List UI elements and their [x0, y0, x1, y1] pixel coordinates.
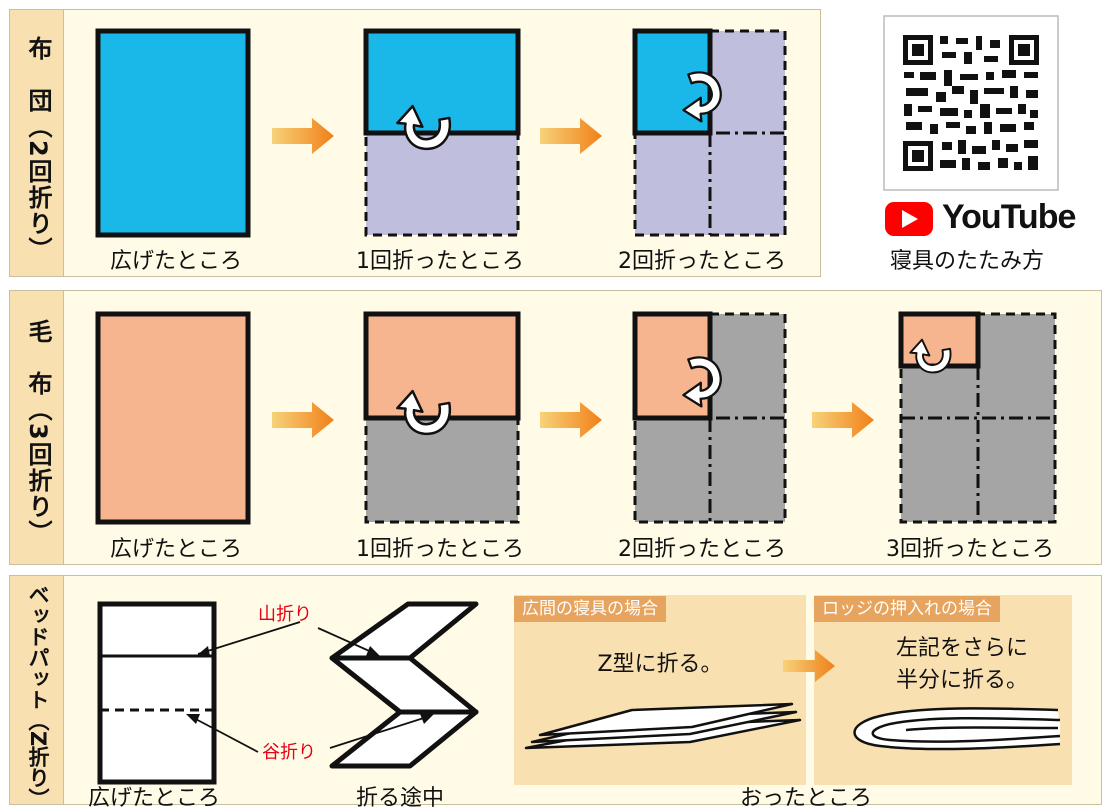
futon-unfolded	[95, 28, 251, 238]
lodge-folded-pad	[853, 707, 1061, 751]
blanket-caption-fold3: 3回折ったところ	[886, 537, 1054, 562]
bedpad-caption-folded: おったところ	[740, 786, 873, 811]
blanket-caption-fold1: 1回折ったところ	[356, 537, 524, 562]
bedpad-side-label: ベッドパット（Z折り）	[26, 584, 50, 810]
bedpad-zfold	[329, 601, 479, 661]
qr-caption: 寝具のたたみ方	[890, 249, 1045, 274]
blanket-caption-unfolded: 広げたところ	[110, 537, 243, 562]
arrow-right-icon	[540, 118, 602, 154]
blanket-fold3	[898, 311, 981, 369]
lodge-note-line2: 半分に折る。	[895, 668, 1028, 693]
valley-fold-label: 谷折り	[262, 742, 316, 763]
hall-note: Z型に折る。	[597, 652, 723, 677]
futon-fold1-ghost	[364, 131, 520, 237]
lodge-tag: ロッジの押入れの場合	[814, 596, 1000, 622]
qr-code-icon	[903, 35, 1039, 171]
hall-tag: 広間の寝具の場合	[514, 596, 666, 622]
futon-caption-fold1: 1回折ったところ	[356, 249, 524, 274]
futon-caption-unfolded: 広げたところ	[110, 249, 243, 274]
bedpad-side-panel: ベッドパット（Z折り）	[9, 575, 64, 810]
youtube-logo-icon	[885, 202, 933, 236]
arrow-right-icon	[272, 402, 334, 438]
arrow-right-icon	[783, 650, 835, 682]
futon-side-panel: 布 団（2回折り）	[9, 9, 64, 277]
futon-caption-fold2: 2回折ったところ	[618, 249, 786, 274]
blanket-side-label: 毛 布（3回折り）	[24, 319, 52, 546]
lodge-panel	[814, 595, 1072, 785]
hall-folded-pad	[524, 702, 802, 750]
blanket-caption-fold2: 2回折ったところ	[618, 537, 786, 562]
bedpad-unfolded	[97, 601, 217, 785]
blanket-fold1	[363, 311, 521, 421]
hall-panel	[514, 595, 806, 785]
youtube-label: YouTube	[942, 198, 1076, 236]
blanket-unfolded	[95, 311, 251, 525]
futon-fold1	[363, 28, 521, 136]
blanket-fold1-ghost	[364, 416, 520, 524]
blanket-side-panel: 毛 布（3回折り）	[9, 290, 64, 565]
mountain-fold-label: 山折り	[258, 604, 312, 625]
arrow-right-icon	[540, 402, 602, 438]
lodge-note-line1: 左記をさらに	[895, 636, 1028, 661]
futon-side-label: 布 団（2回折り）	[24, 35, 52, 263]
arrow-right-icon	[272, 118, 334, 154]
bedpad-caption-unfolded: 広げたところ	[88, 786, 221, 811]
bedpad-caption-folding: 折る途中	[356, 786, 445, 811]
arrow-right-icon	[812, 402, 874, 438]
